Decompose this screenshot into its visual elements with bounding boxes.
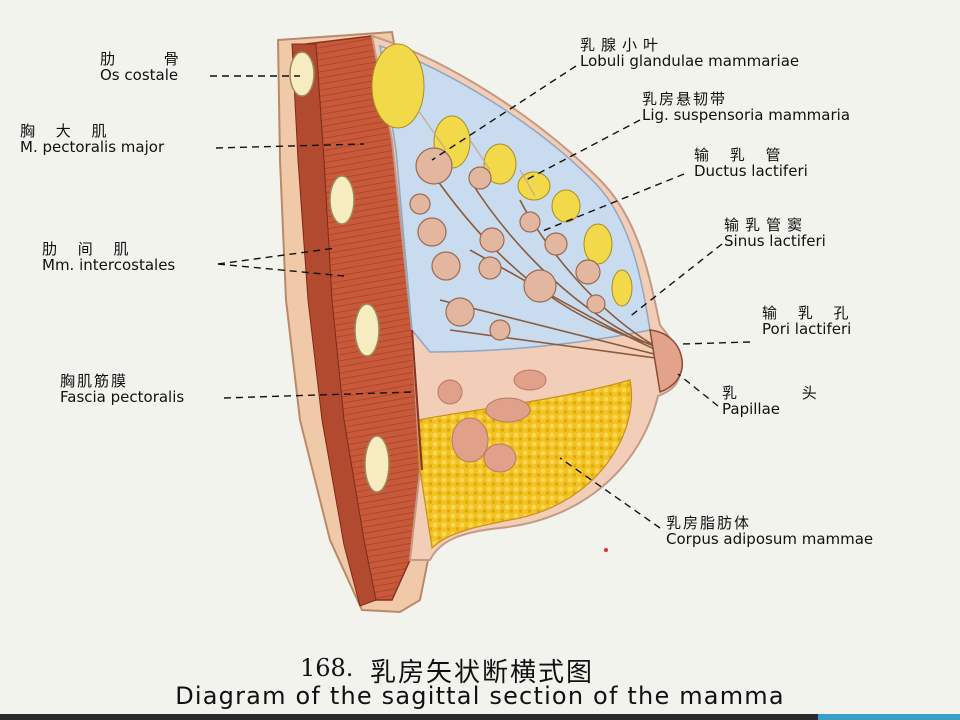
red-speck [604, 548, 608, 552]
label-os-costale: 肋 骨 Os costale [100, 50, 201, 84]
label-papillae-la: Papillae [722, 399, 781, 418]
upper-fat-lobules [371, 43, 633, 307]
intercostal-muscle-layer [291, 43, 377, 607]
label-papillae-zh: 乳 头 [722, 384, 847, 402]
label-sinus: 输乳管窦 Sinus lactiferi [724, 216, 826, 250]
label-adiposum: 乳房脂肪体 Corpus adiposum mammae [666, 514, 874, 548]
label-ligament: 乳房悬韧带 Lig. suspensoria mammaria [642, 90, 851, 124]
label-os-costale-zh: 肋 骨 [100, 50, 201, 68]
label-adiposum-la: Corpus adiposum mammae [666, 529, 874, 548]
label-sinus-zh: 输乳管窦 [724, 216, 809, 234]
label-intercostales-zh: 肋 间 肌 [42, 240, 137, 258]
suspensory-ligaments [417, 109, 536, 197]
mammary-lobules [409, 147, 606, 341]
leader-lines [210, 65, 751, 529]
label-pori: 输 乳 孔 Pori lactiferi [762, 304, 857, 338]
bottom-accent-bar [818, 714, 960, 720]
label-ductus-la: Ductus lactiferi [694, 161, 808, 180]
label-os-costale-la: Os costale [100, 65, 179, 84]
rib-4 [364, 435, 390, 493]
leader-papillae [677, 373, 719, 407]
label-pectoralis-major-la: M. pectoralis major [20, 137, 165, 156]
label-sinus-la: Sinus lactiferi [724, 231, 826, 250]
nipple [649, 329, 684, 394]
leader-adiposum [559, 457, 661, 529]
fascia-line [411, 329, 423, 471]
bottom-bar [0, 714, 960, 720]
label-adiposum-zh: 乳房脂肪体 [666, 514, 752, 532]
rib-2 [329, 175, 355, 225]
caption-number: 168. [300, 654, 354, 682]
caption-chinese: 乳房矢状断横式图 [370, 658, 595, 688]
rib-1 [289, 51, 315, 97]
leader-ductus [539, 173, 685, 233]
label-pori-la: Pori lactiferi [762, 319, 852, 338]
leader-lobuli [431, 65, 577, 161]
leader-intercostales-2 [217, 263, 345, 277]
label-papillae: 乳 头 Papillae [722, 384, 847, 418]
rib-3 [354, 303, 380, 357]
label-intercostales: 肋 间 肌 Mm. intercostales [42, 240, 176, 274]
label-lobuli-la: Lobuli glandulae mammariae [580, 51, 800, 70]
label-pectoralis-major: 胸 大 肌 M. pectoralis major [20, 122, 165, 156]
fibrous-septa [437, 369, 547, 473]
leader-sinus [627, 243, 723, 319]
leader-pectoralis [215, 143, 365, 149]
label-ductus-zh: 输 乳 管 [694, 146, 789, 164]
leader-pori [681, 341, 751, 345]
label-fascia: 胸肌筋膜 Fascia pectoralis [60, 372, 185, 406]
label-intercostales-la: Mm. intercostales [42, 255, 176, 274]
label-fascia-zh: 胸肌筋膜 [60, 372, 129, 390]
leader-ligament [525, 119, 641, 181]
label-pori-zh: 输 乳 孔 [762, 304, 857, 322]
caption-english: Diagram of the sagittal section of the m… [175, 682, 785, 710]
label-lobuli-zh: 乳腺小叶 [580, 36, 665, 54]
leader-fascia [223, 391, 413, 399]
label-ligament-zh: 乳房悬韧带 [642, 90, 728, 108]
label-fascia-la: Fascia pectoralis [60, 387, 185, 406]
label-lobuli: 乳腺小叶 Lobuli glandulae mammariae [580, 36, 800, 70]
label-pectoralis-major-zh: 胸 大 肌 [20, 122, 115, 140]
label-ligament-la: Lig. suspensoria mammaria [642, 105, 851, 124]
leader-intercostales-1 [217, 247, 337, 265]
label-ductus: 输 乳 管 Ductus lactiferi [694, 146, 808, 180]
